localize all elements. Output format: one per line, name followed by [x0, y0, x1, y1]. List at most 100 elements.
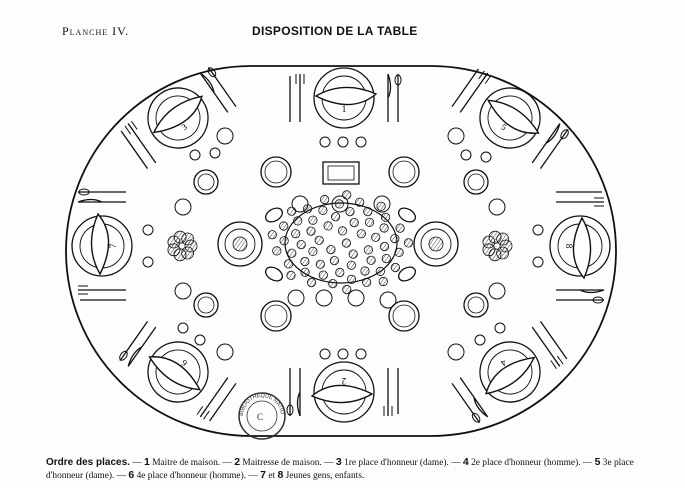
plate: [71, 215, 133, 277]
plate: [479, 87, 541, 149]
setting-number-7: 7: [108, 243, 118, 248]
cup: [460, 149, 472, 161]
svg-text:C: C: [257, 412, 263, 422]
side-dish: [260, 300, 292, 332]
legend-num-6: 6: [128, 469, 135, 481]
legend-text-7-8: Jeunes gens, enfants.: [285, 471, 365, 481]
small-dish: [174, 198, 192, 216]
legend-text-5: 3e place d'honneur (dame).: [46, 458, 634, 481]
small-dish: [379, 291, 397, 309]
cup: [189, 149, 201, 161]
napkin: [148, 356, 202, 391]
spoon: [560, 129, 569, 140]
knife: [387, 73, 392, 122]
small-dish: [447, 343, 465, 361]
setting-number-6: 6: [179, 357, 189, 368]
place-setting: 4: [451, 320, 568, 424]
small-dish: [488, 198, 506, 216]
small-dish: [216, 343, 234, 361]
small-dish: [174, 282, 192, 300]
cup: [177, 322, 189, 334]
napkin: [572, 216, 592, 280]
legend-lead: Ordre des places.: [46, 457, 130, 468]
center-dishes: [142, 127, 544, 361]
fruit-basket: [482, 230, 513, 262]
cup: [532, 224, 544, 236]
cup: [319, 136, 331, 148]
large-dish: [413, 221, 459, 267]
cup: [194, 334, 206, 346]
cup: [209, 147, 221, 159]
cup: [142, 224, 154, 236]
place-setting: 1: [289, 67, 402, 129]
plate: [313, 361, 375, 423]
plate-label: Planche IV.: [62, 24, 130, 38]
legend-num-5: 5: [594, 456, 601, 468]
small-dish: [287, 289, 305, 307]
setting-number-3: 3: [180, 121, 190, 132]
seating-legend: Ordre des places. — 1 Maitre de maison. …: [46, 456, 634, 481]
library-stamp: BIBLIOTHÈQUE NATIONALE C: [238, 392, 286, 440]
side-dish: [193, 169, 219, 195]
plate: [147, 341, 209, 403]
cup: [355, 348, 367, 360]
plate-title: DISPOSITION DE LA TABLE: [252, 24, 418, 38]
legend-text-3: 1re place d'honneur (dame).: [344, 458, 449, 468]
small-dish: [216, 127, 234, 145]
knife: [556, 289, 605, 294]
cup: [142, 256, 154, 268]
legend-num-8: 8: [277, 469, 284, 481]
cup: [319, 348, 331, 360]
plate: [313, 67, 375, 129]
setting-number-8: 8: [564, 244, 574, 249]
cup: [480, 151, 492, 163]
place-setting: 6: [119, 320, 237, 422]
small-dish: [315, 289, 333, 307]
knife: [127, 326, 157, 367]
spoon: [286, 404, 294, 416]
plate: [479, 341, 541, 403]
table-diagram: 1 2 3 4 5 6 7 8 BIBLIOTHÈQUE NATIONALE C: [65, 65, 617, 440]
spoon: [119, 350, 128, 361]
napkin: [310, 384, 374, 404]
leaf-dish: [264, 266, 284, 282]
cup: [532, 256, 544, 268]
spoon: [394, 74, 402, 86]
side-dish: [388, 156, 420, 188]
small-dish: [331, 195, 349, 213]
cup: [474, 334, 486, 346]
place-setting: 7: [71, 188, 133, 301]
legend-text-1: Maitre de maison.: [152, 458, 221, 468]
legend-text-2: Maitresse de maison.: [242, 458, 322, 468]
knife: [296, 368, 301, 417]
knife: [531, 123, 561, 164]
place-settings: 1 2 3 4 5 6 7 8: [71, 66, 611, 424]
legend-text-4: 2e place d'honneur (homme).: [471, 458, 581, 468]
side-dish: [388, 300, 420, 332]
place-setting: 5: [451, 68, 569, 170]
napkin: [152, 95, 203, 134]
cup: [337, 348, 349, 360]
side-dish: [463, 169, 489, 195]
napkin: [485, 356, 536, 395]
setting-number-5: 5: [499, 122, 509, 133]
leaf-dish: [264, 207, 284, 223]
side-dish: [260, 156, 292, 188]
table-outline: [65, 65, 617, 437]
spoon: [207, 67, 217, 78]
small-dish: [347, 289, 365, 307]
napkin: [486, 99, 540, 134]
fruit-basket: [167, 230, 198, 262]
cup: [494, 322, 506, 334]
cup: [337, 136, 349, 148]
napkin: [314, 86, 378, 106]
place-setting: 3: [120, 66, 237, 170]
small-dish: [373, 195, 391, 213]
setting-number-2: 2: [342, 376, 347, 386]
spoon: [592, 296, 604, 304]
knife: [77, 198, 126, 203]
legend-num-4: 4: [462, 456, 469, 468]
place-setting: 2: [286, 361, 399, 423]
side-dish: [193, 292, 219, 318]
